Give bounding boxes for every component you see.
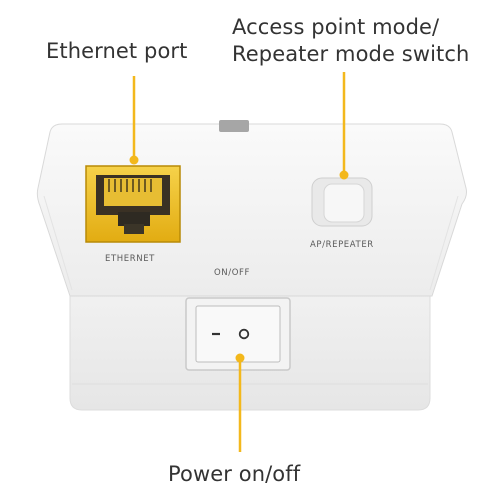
- top-tab: [219, 120, 249, 132]
- housing-edge-right: [429, 195, 459, 291]
- on-off-device-label: ON/OFF: [214, 268, 250, 278]
- power-callout-dot: [235, 353, 245, 363]
- ap-repeater-device-label: AP/REPEATER: [310, 240, 374, 250]
- ap-callout-dot: [339, 170, 349, 180]
- housing-edge-left: [43, 195, 73, 291]
- power-switch[interactable]: [185, 297, 291, 371]
- ap-switch-callout-line1: Access point mode/: [232, 15, 440, 39]
- ap-switch-callout-line2: Repeater mode switch: [232, 42, 470, 66]
- callout-lines: [129, 72, 349, 452]
- power-off-mark: [238, 328, 250, 340]
- ethernet-port-callout: Ethernet port: [46, 39, 188, 63]
- ethernet-device-label: ETHERNET: [105, 254, 155, 264]
- ethernet-port[interactable]: [85, 165, 181, 243]
- ap-repeater-switch[interactable]: [311, 177, 373, 227]
- power-callout: Power on/off: [168, 462, 301, 486]
- ethernet-callout-dot: [129, 155, 139, 165]
- ap-switch-callout: Access point mode/ Repeater mode switch: [232, 14, 469, 68]
